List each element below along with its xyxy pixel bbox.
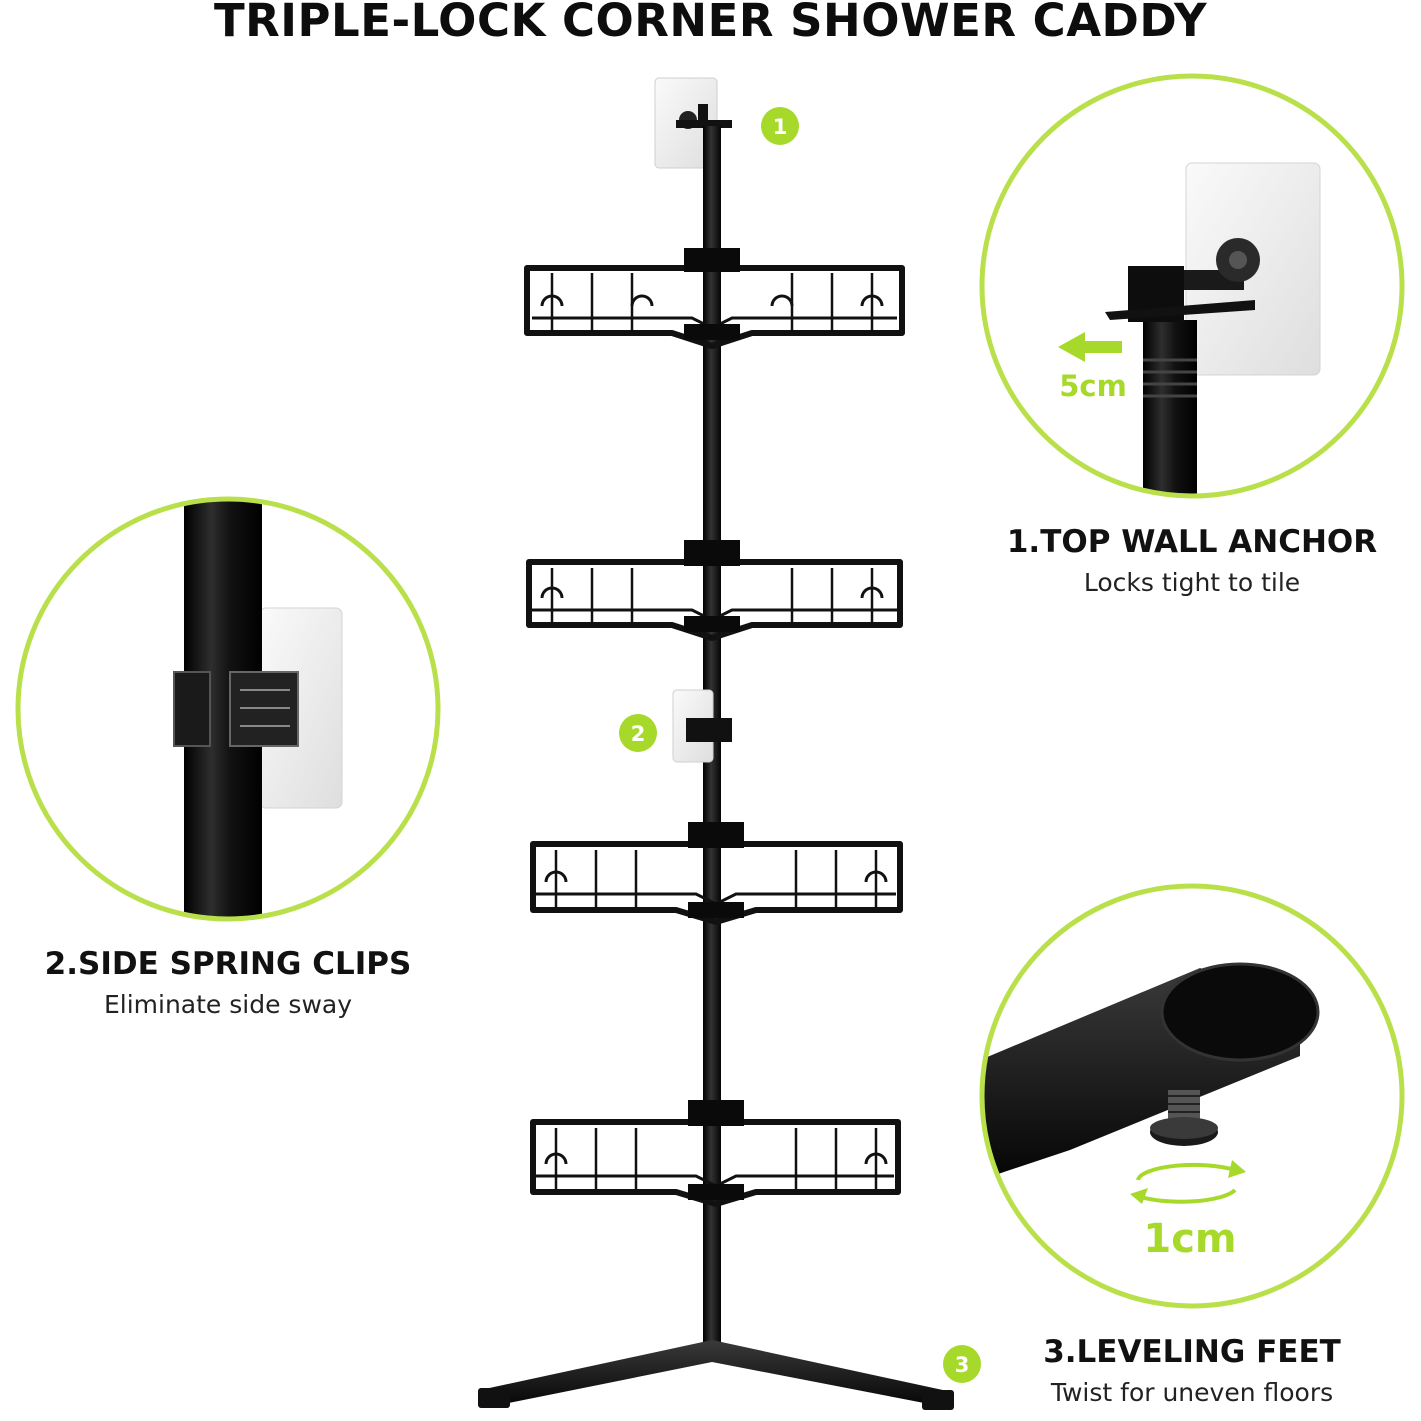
- feature-caption-side-spring-clips: 2.SIDE SPRING CLIPS Eliminate side sway: [28, 946, 428, 1019]
- marker-2: 2: [619, 714, 657, 752]
- anchor-measure: 5cm: [1059, 369, 1127, 403]
- tripod-base: [480, 1340, 952, 1408]
- feature-title: 3.LEVELING FEET: [1043, 1334, 1341, 1370]
- feature-subtitle: Eliminate side sway: [103, 990, 353, 1019]
- shelf-2: [526, 540, 903, 641]
- marker-1: 1: [761, 107, 799, 145]
- marker-3: 3: [943, 1345, 981, 1383]
- shelf-1: [524, 248, 905, 349]
- detail-side-spring-clips: [15, 496, 441, 922]
- page-title: TRIPLE-LOCK CORNER SHOWER CADDY: [213, 0, 1208, 47]
- feature-title: 2.SIDE SPRING CLIPS: [44, 946, 412, 982]
- feature-subtitle: Locks tight to tile: [1083, 568, 1301, 597]
- feature-caption-leveling-feet: 3.LEVELING FEET Twist for uneven floors: [992, 1334, 1392, 1407]
- svg-text:3: 3: [955, 1353, 970, 1377]
- rotate-arrows-icon: [1136, 1162, 1237, 1204]
- shower-caddy: [478, 77, 954, 1410]
- left-arrow-icon: [1058, 332, 1122, 362]
- shelf-4: [530, 1100, 901, 1207]
- svg-text:2: 2: [631, 722, 646, 746]
- feature-title: 1.TOP WALL ANCHOR: [1006, 524, 1378, 560]
- detail-leveling-feet: 1cm: [979, 883, 1405, 1309]
- feet-measure: 1cm: [1143, 1216, 1236, 1262]
- shelf-3: [530, 822, 903, 925]
- svg-text:1: 1: [773, 115, 788, 139]
- detail-top-wall-anchor: 5cm: [979, 73, 1405, 499]
- feature-subtitle: Twist for uneven floors: [1050, 1378, 1334, 1407]
- feature-caption-top-wall-anchor: 1.TOP WALL ANCHOR Locks tight to tile: [992, 524, 1392, 597]
